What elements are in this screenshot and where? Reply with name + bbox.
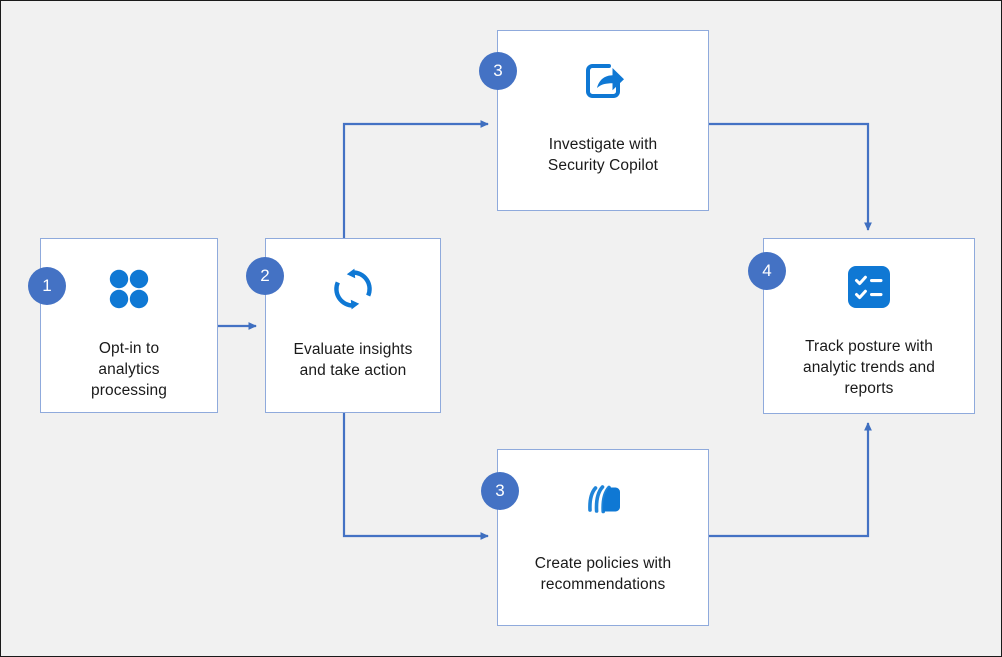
stacked-layers-icon (579, 476, 627, 529)
step-badge-3-top: 3 (479, 52, 517, 90)
node-evaluate-insights-and-take-action[interactable]: Evaluate insights and take action (265, 238, 441, 413)
node-label: Evaluate insights and take action (293, 341, 413, 379)
node-label: Create policies with recommendations (534, 555, 672, 593)
step-badge-1: 1 (28, 267, 66, 305)
connector-3b-to-4 (709, 422, 872, 538)
four-dots-grid-icon (105, 265, 153, 318)
share-export-icon (579, 57, 627, 110)
node-investigate-with-security-copilot[interactable]: Investigate with Security Copilot (497, 30, 709, 211)
node-label: Opt-in to analytics processing (91, 340, 167, 399)
sync-refresh-icon (329, 265, 377, 318)
node-label: Track posture with analytic trends and r… (802, 338, 935, 397)
step-badge-4: 4 (748, 252, 786, 290)
node-track-posture-with-analytic-trends-and-reports[interactable]: Track posture with analytic trends and r… (763, 238, 975, 414)
step-badge-3-bottom: 3 (481, 472, 519, 510)
connector-2-to-3b (342, 413, 489, 540)
checklist-icon (847, 265, 891, 314)
step-badge-2: 2 (246, 257, 284, 295)
connector-3a-to-4 (709, 122, 872, 231)
node-opt-in-to-analytics-processing[interactable]: Opt-in to analytics processing (40, 238, 218, 413)
node-create-policies-with-recommendations[interactable]: Create policies with recommendations (497, 449, 709, 626)
node-label: Investigate with Security Copilot (547, 136, 659, 174)
